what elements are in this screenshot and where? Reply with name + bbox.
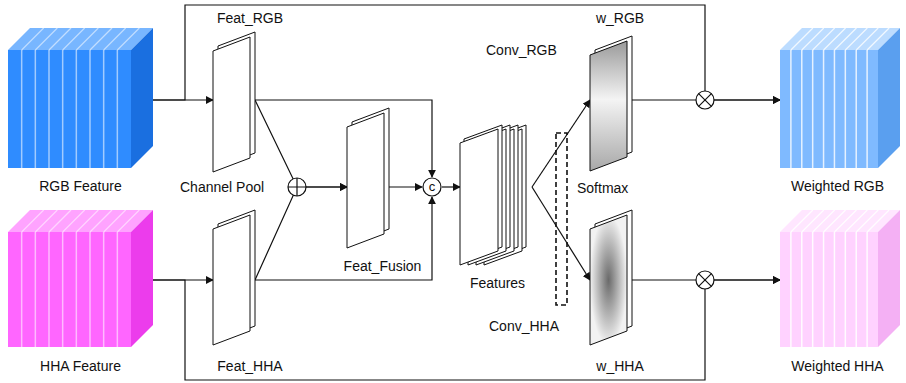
feature-block: w_HHA [585,208,655,378]
operation-label: Softmax [577,180,628,196]
wslab-shape [590,36,632,171]
multiply-operator [696,91,714,109]
wslab-shape [590,210,632,345]
block-label: RGB Feature [39,178,121,194]
slab-shape [213,32,255,172]
feature-block: Weighted RGB [775,28,900,198]
stack-shape [460,125,532,265]
feature-block: Feat_HHA [205,208,295,378]
flow-arrow [532,187,590,280]
block-label: Weighted HHA [791,358,883,374]
block-label: Features [470,275,525,291]
feature-block: Feat_RGB [205,6,295,174]
cube-shape [780,210,900,347]
feature-block: RGB Feature [8,28,153,198]
feature-block: HHA Feature [8,208,153,378]
block-label: Weighted RGB [791,178,884,194]
block-label: w_HHA [596,358,643,374]
block-label: Feat_RGB [217,10,283,26]
flow-arrow [532,100,590,187]
flow-arrow [255,197,432,280]
feature-block: Weighted HHA [775,208,900,378]
slab-shape [213,210,255,345]
cube-shape [780,28,900,168]
operation-label: Channel Pool [180,179,264,195]
concat-circle: c [422,177,442,197]
block-label: HHA Feature [40,358,121,374]
block-label: Feat_HHA [217,358,282,374]
flow-arrow [442,186,460,187]
operation-label: Conv_HHA [489,318,559,334]
operation-label: Conv_RGB [486,42,557,58]
multiply-operator [696,271,714,289]
slab-shape [347,108,389,248]
block-label: w_RGB [596,10,644,26]
flow-arrow [255,100,347,187]
feature-block: Feat_Fusion [335,108,430,278]
cube-shape [8,210,153,347]
flow-arrow [255,100,432,177]
flow-arrow [255,187,347,280]
feature-block: w_RGB [585,6,655,174]
operator-letter: c [429,179,436,194]
cube-shape [8,28,153,168]
softmax-bracket [556,133,567,305]
block-label: Feat_Fusion [344,258,422,274]
flow-arrow [389,186,422,187]
sum-operator [288,178,306,196]
feature-block: Features [455,125,540,295]
